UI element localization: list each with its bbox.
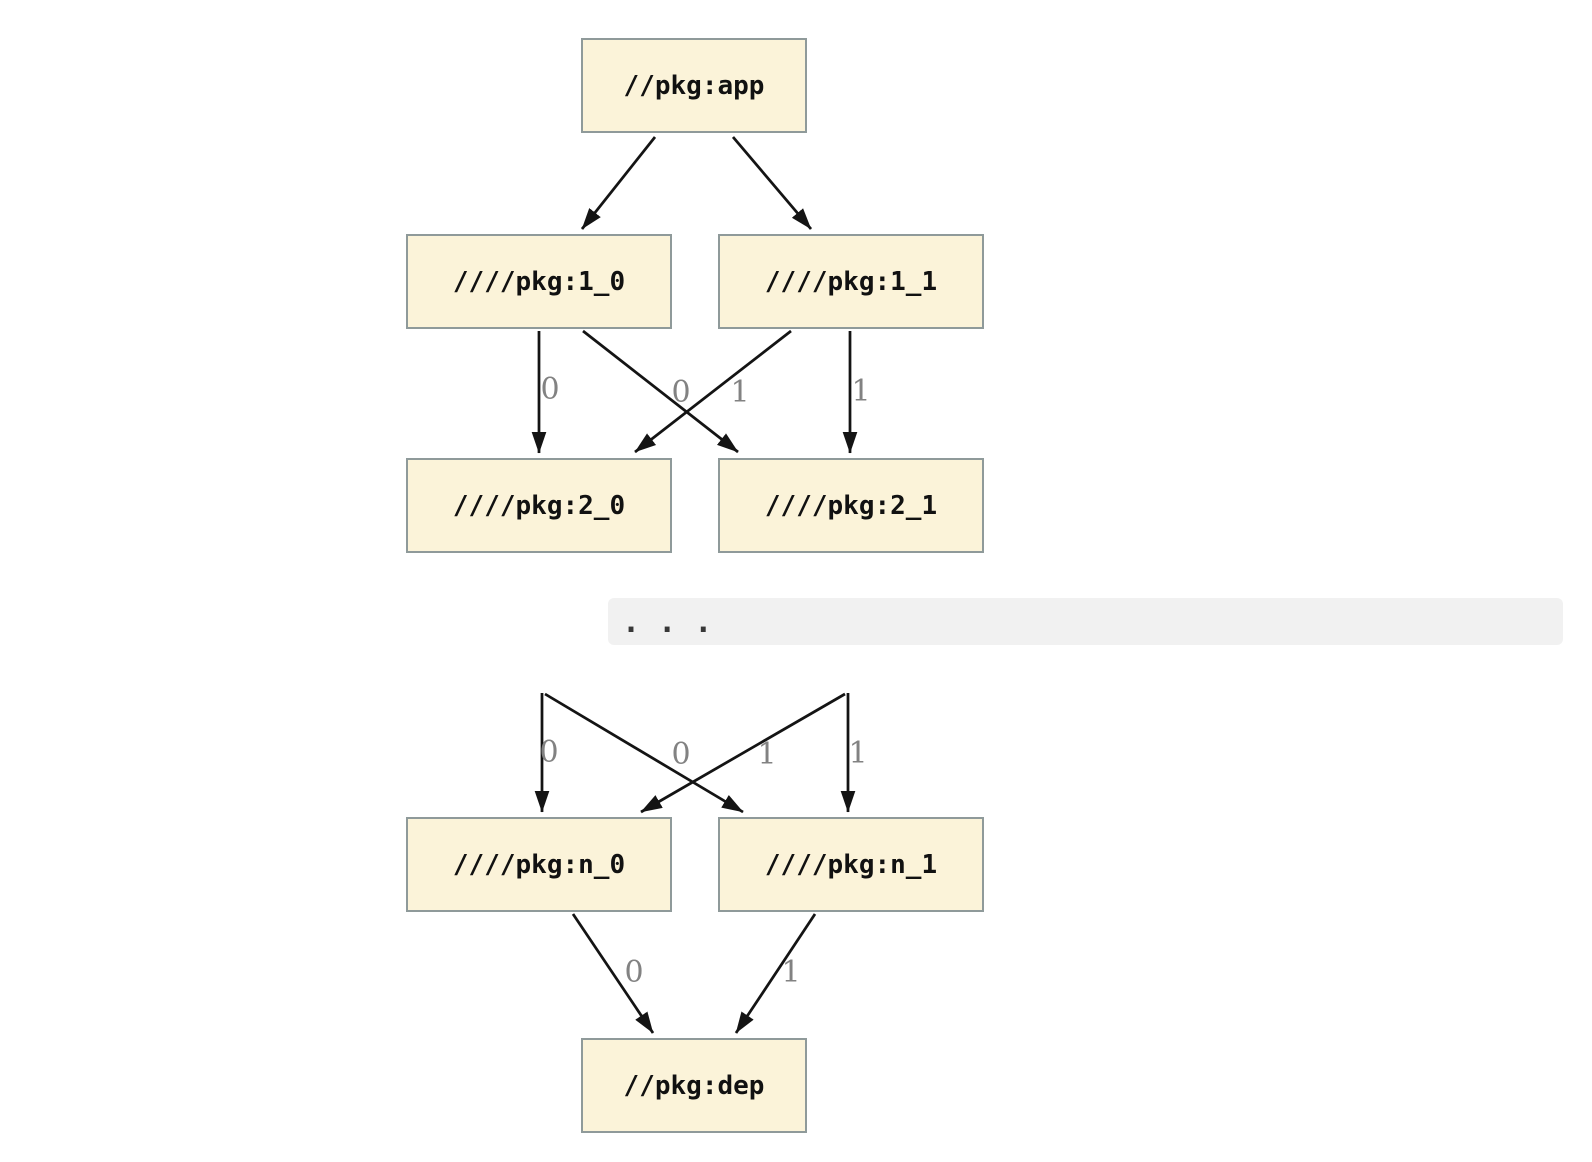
node-2-0-label: ////pkg:2_0: [452, 490, 626, 521]
edge-n_1-to-dep: [734, 913, 817, 1034]
edge-label-1_0-2_0: 0: [540, 372, 560, 407]
edge-label-n_1-dep: 1: [781, 955, 801, 990]
graph-node-n-0: ////pkg:n_0: [406, 817, 672, 912]
edge-label-1_1-2_1: 1: [851, 374, 871, 409]
node-n-1-label: ////pkg:n_1: [764, 849, 938, 880]
graph-node-dep: //pkg:dep: [581, 1038, 807, 1133]
elided-rows-bar: . . .: [608, 598, 1563, 645]
edge-label-elided-n_0: 0: [539, 735, 559, 770]
node-1-1-label: ////pkg:1_1: [764, 266, 938, 297]
edge-elided-to-n_1-cross: [544, 692, 744, 814]
graph-node-2-0: ////pkg:2_0: [406, 458, 672, 553]
edge-1_1-to-2_0: [634, 329, 792, 454]
graph-node-app: //pkg:app: [581, 38, 807, 133]
node-1-0-label: ////pkg:1_0: [452, 266, 626, 297]
edge-label-elided2-n_1: 1: [848, 736, 868, 771]
edge-label-elided-n_1: 1: [757, 737, 777, 772]
graph-node-1-0: ////pkg:1_0: [406, 234, 672, 329]
node-2-1-label: ////pkg:2_1: [764, 490, 938, 521]
edge-app-to-1_1: [731, 136, 813, 230]
edge-label-n_0-dep: 0: [624, 955, 644, 990]
edge-label-1_1-2_0: 0: [671, 375, 691, 410]
node-app-label: //pkg:app: [623, 70, 765, 101]
graph-node-1-1: ////pkg:1_1: [718, 234, 984, 329]
node-dep-label: //pkg:dep: [623, 1070, 765, 1101]
graph-node-2-1: ////pkg:2_1: [718, 458, 984, 553]
edge-app-to-1_0: [580, 136, 657, 230]
edge-1_0-to-2_1: [582, 329, 739, 454]
graph-node-n-1: ////pkg:n_1: [718, 817, 984, 912]
elided-rows-dots: . . .: [622, 605, 713, 640]
edge-label-elided2-n_0: 0: [671, 737, 691, 772]
node-n-0-label: ////pkg:n_0: [452, 849, 626, 880]
edge-label-1_0-2_1: 1: [730, 375, 750, 410]
